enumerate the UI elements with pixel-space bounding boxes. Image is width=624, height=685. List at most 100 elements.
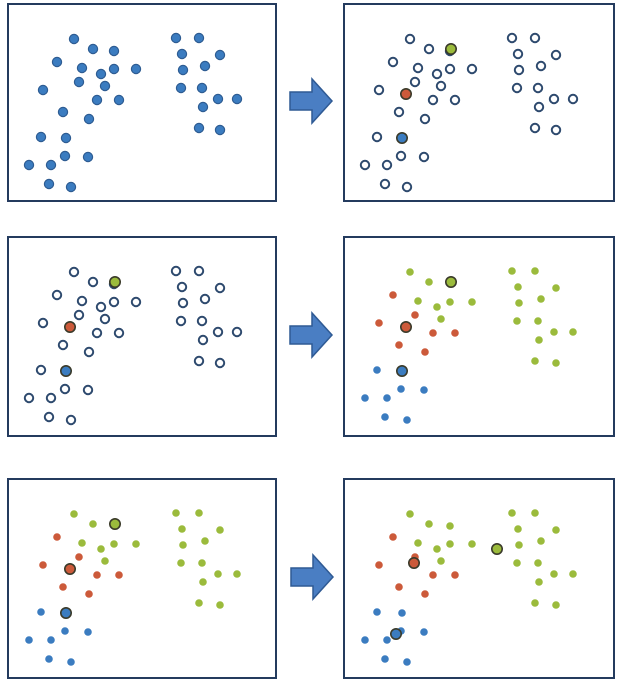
data-point-unassigned — [409, 76, 421, 88]
data-point — [68, 33, 80, 45]
data-point-green — [534, 317, 542, 325]
data-point-blue — [420, 628, 428, 636]
data-point-unassigned — [214, 357, 226, 369]
data-point-green — [569, 328, 577, 336]
right-arrow-icon — [289, 77, 334, 125]
panel-frame — [343, 236, 615, 437]
data-point — [231, 93, 243, 105]
data-point-unassigned — [513, 64, 525, 76]
data-point-unassigned — [506, 32, 518, 44]
data-point-unassigned — [95, 301, 107, 313]
data-point-blue — [381, 655, 389, 663]
data-point-unassigned — [113, 327, 125, 339]
data-point-green — [468, 540, 476, 548]
data-point-unassigned — [379, 178, 391, 190]
data-point-unassigned — [57, 339, 69, 351]
data-point-unassigned — [371, 131, 383, 143]
data-point-green — [569, 570, 577, 578]
data-point-unassigned — [175, 315, 187, 327]
data-point-blue — [361, 394, 369, 402]
data-point-blue — [84, 628, 92, 636]
data-point — [108, 63, 120, 75]
data-point-red — [395, 583, 403, 591]
data-point-blue — [373, 366, 381, 374]
panel-1 — [7, 3, 277, 202]
data-point — [212, 93, 224, 105]
data-point-blue — [381, 413, 389, 421]
centroid-red — [407, 556, 420, 569]
data-point — [65, 181, 77, 193]
panel-4 — [343, 236, 615, 437]
data-point-green — [468, 298, 476, 306]
centroid-green — [490, 542, 503, 555]
centroid-red — [399, 88, 412, 101]
panel-frame — [7, 478, 277, 679]
data-point-green — [414, 297, 422, 305]
data-point-green — [508, 509, 516, 517]
data-point-red — [411, 311, 419, 319]
data-point-unassigned — [87, 276, 99, 288]
data-point-green — [201, 537, 209, 545]
data-point-unassigned — [65, 414, 77, 426]
right-arrow-icon — [289, 311, 334, 359]
data-point-red — [389, 533, 397, 541]
centroid-green — [109, 275, 122, 288]
data-point-unassigned — [99, 313, 111, 325]
data-point-green — [550, 570, 558, 578]
data-point-green — [216, 526, 224, 534]
data-point-green — [433, 303, 441, 311]
data-point-blue — [373, 608, 381, 616]
data-point-green — [531, 509, 539, 517]
data-point — [176, 48, 188, 60]
data-point-green — [531, 267, 539, 275]
data-point-unassigned — [401, 181, 413, 193]
data-point-red — [395, 341, 403, 349]
data-point-green — [508, 267, 516, 275]
data-point-unassigned — [423, 43, 435, 55]
data-point-green — [437, 557, 445, 565]
data-point-green — [89, 520, 97, 528]
data-point-blue — [403, 658, 411, 666]
data-point-unassigned — [193, 265, 205, 277]
data-point-green — [433, 545, 441, 553]
data-point-green — [552, 526, 560, 534]
data-point-blue — [383, 394, 391, 402]
data-point-red — [421, 348, 429, 356]
panel-6 — [343, 478, 615, 679]
data-point-unassigned — [404, 33, 416, 45]
data-point-red — [429, 571, 437, 579]
data-point-green — [552, 601, 560, 609]
data-point — [91, 94, 103, 106]
data-point — [214, 124, 226, 136]
data-point-unassigned — [418, 151, 430, 163]
data-point-green — [552, 284, 560, 292]
data-point-green — [195, 599, 203, 607]
data-point-unassigned — [108, 296, 120, 308]
centroid-green — [109, 517, 122, 530]
data-point-green — [177, 559, 185, 567]
data-point — [76, 62, 88, 74]
data-point — [197, 101, 209, 113]
data-point-green — [534, 559, 542, 567]
centroid-red — [399, 320, 412, 333]
data-point-blue — [397, 385, 405, 393]
data-point-green — [425, 278, 433, 286]
data-point — [51, 56, 63, 68]
data-point — [175, 82, 187, 94]
panel-frame — [343, 478, 615, 679]
data-point-unassigned — [431, 68, 443, 80]
centroid-blue — [389, 627, 402, 640]
data-point — [82, 151, 94, 163]
data-point-green — [537, 295, 545, 303]
data-point — [113, 94, 125, 106]
data-point — [23, 159, 35, 171]
data-point-red — [429, 329, 437, 337]
data-point-green — [514, 283, 522, 291]
data-point-green — [110, 540, 118, 548]
data-point-blue — [403, 416, 411, 424]
data-point-unassigned — [199, 293, 211, 305]
data-point-unassigned — [231, 326, 243, 338]
centroid-blue — [59, 606, 72, 619]
data-point-red — [59, 583, 67, 591]
